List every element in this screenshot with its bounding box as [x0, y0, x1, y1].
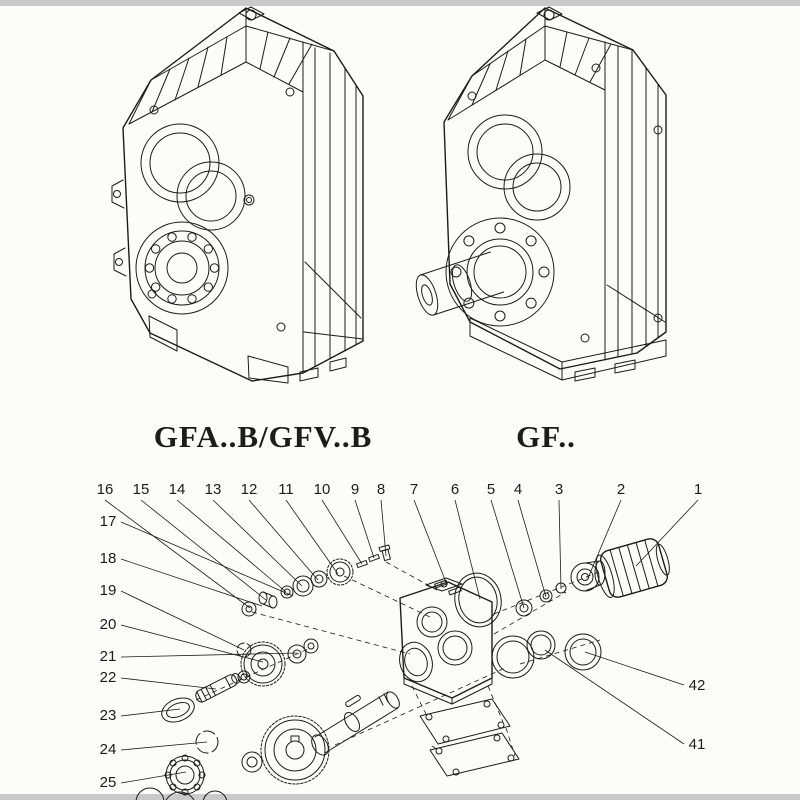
leader-line-22 [120, 677, 217, 690]
leader-line-2 [587, 499, 622, 579]
ball-bearing [164, 754, 206, 796]
callout-number-2: 2 [617, 481, 625, 498]
callout-number-18: 18 [100, 550, 117, 567]
leader-line-13 [212, 499, 303, 587]
leader-line-21 [120, 652, 298, 658]
callout-number-23: 23 [100, 707, 117, 724]
callout-number-19: 19 [100, 582, 117, 599]
callout-number-14: 14 [169, 481, 186, 498]
leader-line-8 [380, 499, 387, 557]
output-shaft [311, 691, 400, 756]
bolt [378, 544, 391, 562]
intermediate-gear-cluster [161, 638, 319, 723]
leader-line-12 [248, 499, 319, 581]
callout-number-12: 12 [241, 481, 258, 498]
seal-rings [454, 572, 602, 679]
leader-line-6 [454, 499, 481, 600]
callout-number-41: 41 [689, 736, 706, 753]
gearbox-figure-left [111, 6, 364, 384]
gearbox-figure-right [415, 6, 667, 382]
leader-line-5 [490, 499, 525, 609]
leader-line-42 [584, 651, 685, 686]
callout-number-10: 10 [314, 481, 331, 498]
letterbox-bottom [0, 794, 800, 800]
leader-line-4 [517, 499, 547, 598]
screw [356, 559, 368, 569]
exploded-view [135, 538, 670, 800]
leader-line-14 [176, 499, 287, 593]
callout-number-13: 13 [205, 481, 222, 498]
o-ring [161, 697, 195, 723]
callout-number-4: 4 [514, 481, 522, 498]
callout-number-8: 8 [377, 481, 385, 498]
leader-line-24 [120, 741, 208, 751]
callout-number-17: 17 [100, 513, 117, 530]
leader-line-23 [120, 708, 181, 717]
callout-number-11: 11 [278, 481, 294, 498]
input-coupling [570, 560, 606, 592]
callout-number-22: 22 [100, 669, 117, 686]
callout-number-5: 5 [487, 481, 495, 498]
leader-line-11 [285, 499, 339, 575]
model-label-right: GF.. [516, 419, 576, 454]
callout-number-24: 24 [100, 741, 117, 758]
callout-number-21: 21 [100, 648, 117, 665]
leader-line-16 [104, 499, 251, 609]
leader-line-7 [413, 499, 448, 586]
letterbox-top [0, 0, 800, 6]
callout-number-7: 7 [410, 481, 418, 498]
motor-adapter [595, 538, 670, 599]
callout-number-42: 42 [689, 677, 706, 694]
leader-line-20 [120, 624, 264, 663]
output-gear [260, 715, 330, 785]
leader-line-41 [544, 649, 685, 745]
callout-number-15: 15 [133, 481, 150, 498]
callout-number-6: 6 [451, 481, 459, 498]
leader-line-18 [120, 558, 263, 607]
leader-line-19 [120, 590, 245, 651]
screw [448, 586, 462, 596]
leader-line-1 [635, 499, 699, 567]
leader-line-10 [321, 499, 363, 565]
callout-number-1: 1 [694, 481, 702, 498]
shaft-key [345, 694, 361, 708]
model-label-left: GFA..B/GFV..B [154, 419, 373, 454]
pinion-shaft [195, 673, 241, 703]
callout-number-25: 25 [100, 774, 117, 791]
leader-line-15 [140, 499, 267, 601]
leader-line-9 [354, 499, 375, 559]
callout-number-9: 9 [351, 481, 359, 498]
leader-line-3 [558, 499, 562, 590]
callout-number-20: 20 [100, 616, 117, 633]
callout-number-3: 3 [555, 481, 563, 498]
cover-plates [411, 685, 520, 777]
leader-line-17 [120, 521, 294, 597]
leader-lines [104, 499, 699, 784]
callout-number-16: 16 [97, 481, 114, 498]
input-parts-cluster [241, 553, 380, 617]
leader-line-25 [120, 771, 187, 784]
screw [434, 579, 448, 589]
snap-ring [195, 730, 219, 754]
housing [399, 577, 493, 705]
